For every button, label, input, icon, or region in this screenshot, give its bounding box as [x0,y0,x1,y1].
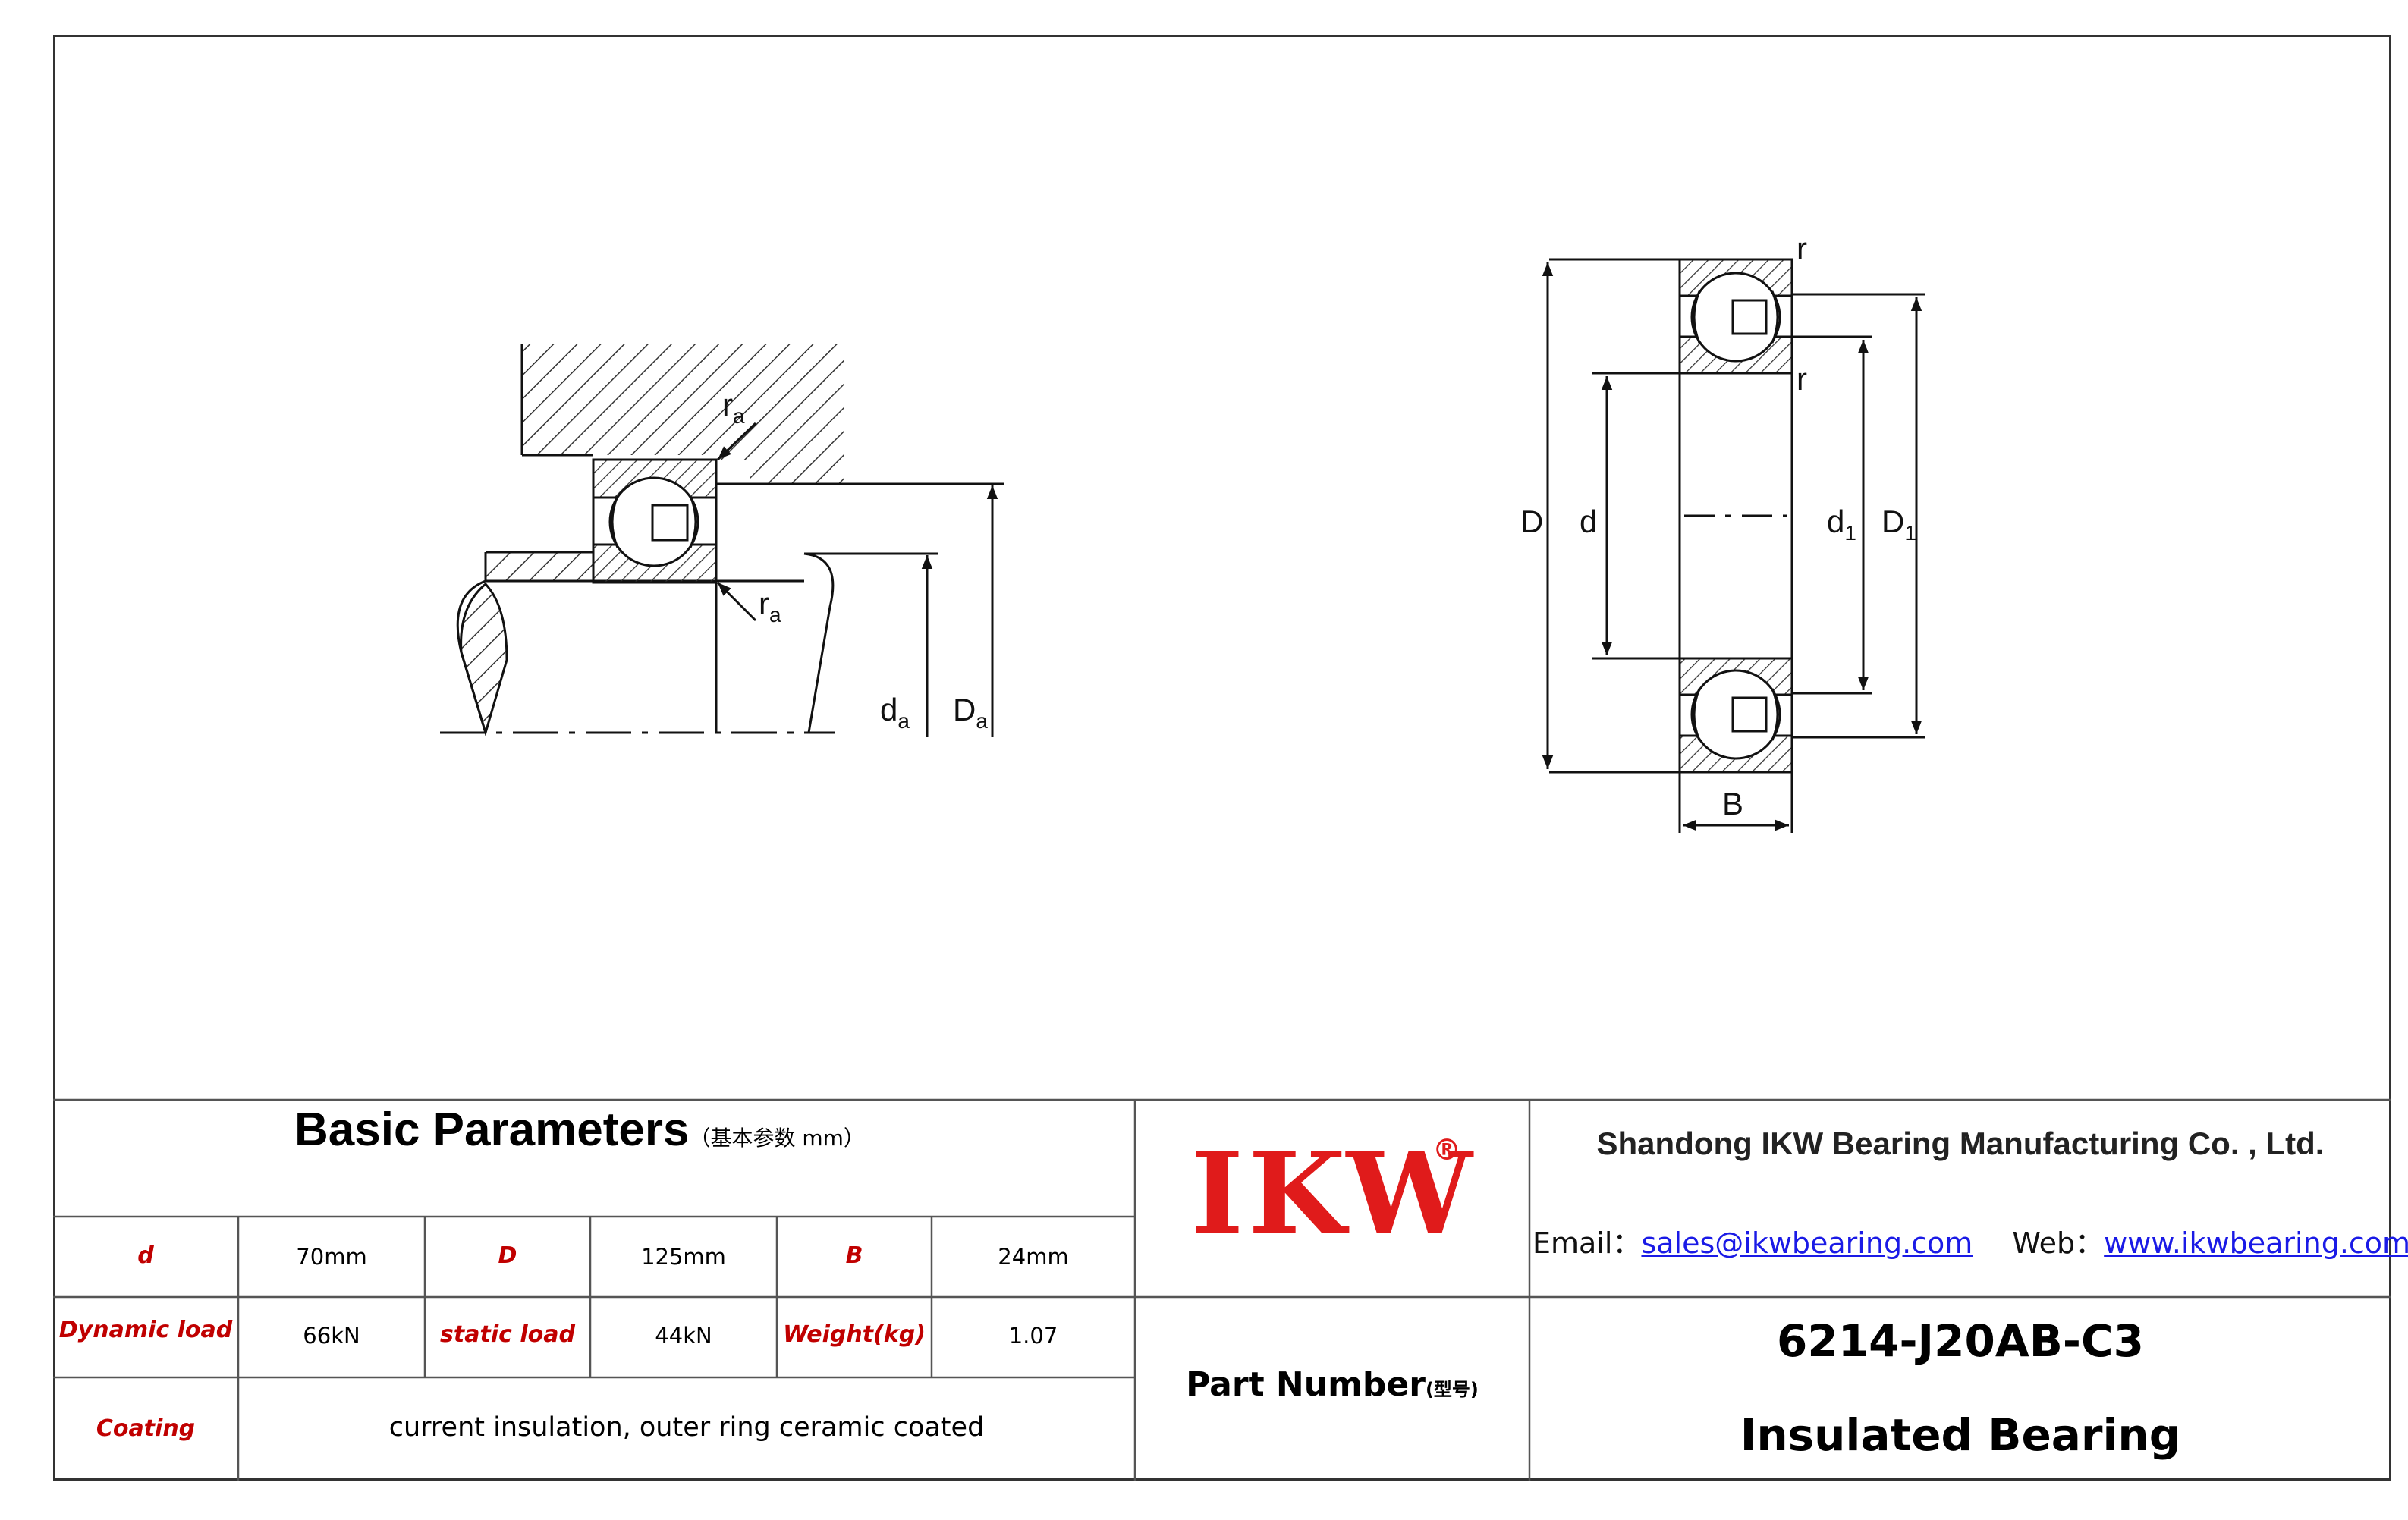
bearing-section-diagram [1542,258,1925,833]
value-coating: current insulation, outer ring ceramic c… [388,1412,985,1443]
label-dynamic-load: Dynamic load [58,1317,233,1343]
label-D-cell: D [498,1242,517,1269]
label-coating: Coating [96,1415,196,1442]
title-block-grid [53,1098,2391,1481]
label-d: d [1580,504,1597,539]
email-label: Email： [1533,1226,1642,1260]
value-D-cell: 125mm [641,1244,726,1270]
part-number-label: Part Number(型号) [1186,1365,1479,1404]
registered-mark: ® [1432,1133,1461,1167]
label-ra-bottom: ra [759,586,781,627]
mounting-labels: ra ra da Da [722,387,988,733]
label-ra-top: ra [722,387,745,428]
part-number-value: 6214-J20AB-C3 [1777,1315,2144,1367]
web-label: Web： [2012,1226,2105,1260]
params-header: Basic Parameters（基本参数 mm） [294,1103,865,1157]
value-d-cell: 70mm [296,1244,367,1270]
value-weight: 1.07 [1008,1323,1058,1349]
company-name: Shandong IKW Bearing Manufacturing Co. ,… [1596,1126,2325,1161]
label-B-cell: B [845,1242,863,1269]
contact-line: Email：sales@ikwbearing.com Web：www.ikwbea… [1533,1220,2408,1261]
value-static-load: 44kN [655,1323,712,1349]
label-B: B [1722,786,1743,821]
web-link[interactable]: www.ikwbearing.com [2104,1226,2408,1260]
label-r-top: r [1797,231,1807,266]
label-d1: d1 [1827,504,1856,545]
label-r-inner: r [1797,361,1807,397]
label-D: D [1520,504,1543,539]
label-weight: Weight(kg) [783,1321,926,1348]
bearing-labels: r r D d d1 D1 B [1520,231,1916,821]
mounting-diagram [440,344,1004,737]
label-static-load: static load [440,1321,575,1348]
drawing-frame [53,35,2391,1481]
label-da: da [880,692,910,733]
params-title: Basic Parameters [294,1104,690,1156]
label-D1: D1 [1881,504,1916,545]
email-link[interactable]: sales@ikwbearing.com [1641,1226,1973,1260]
bearing-type: Insulated Bearing [1740,1409,2181,1461]
params-subtitle: （基本参数 mm） [689,1126,865,1151]
label-Da: Da [953,692,988,733]
label-d-cell: d [137,1242,154,1269]
ikw-logo: IKW® [1191,1127,1477,1259]
value-dynamic-load: 66kN [303,1323,360,1349]
logo-text: IKW [1191,1127,1477,1259]
value-B-cell: 24mm [998,1244,1069,1270]
